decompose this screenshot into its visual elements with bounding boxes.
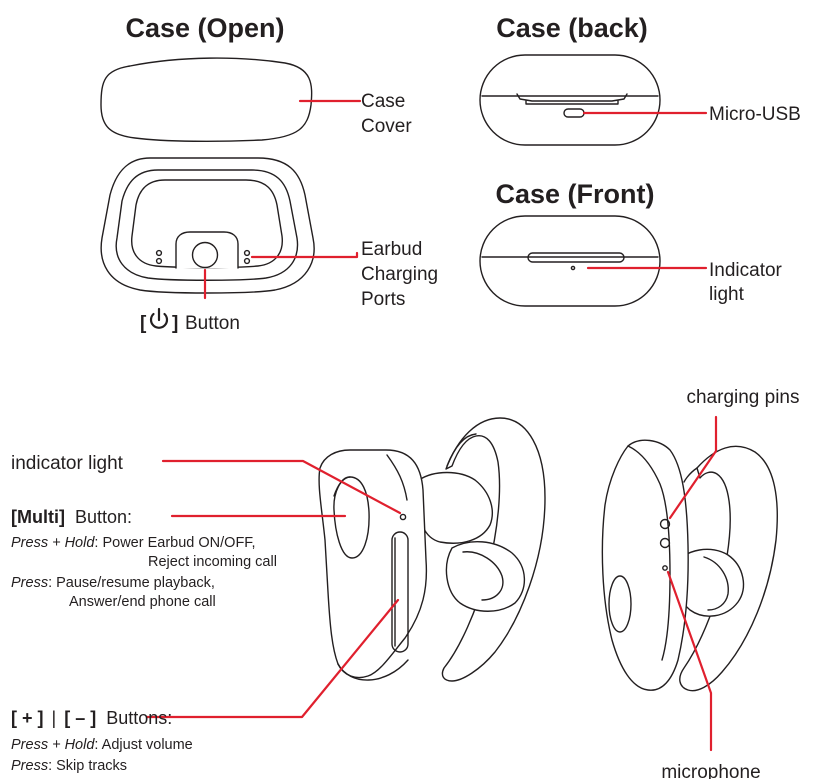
label-microphone: microphone xyxy=(661,762,760,779)
label-vol-press: Press xyxy=(11,758,48,774)
label-vol-press-hold: Press + Hold xyxy=(11,737,95,753)
label-earbud-ports-3: Ports xyxy=(361,289,405,310)
label-vol-plus: [ + ] xyxy=(11,708,44,728)
power-icon xyxy=(149,307,169,329)
svg-text:Press: Pause/resume playback,: Press: Pause/resume playback, xyxy=(11,575,215,591)
case-base-drawing xyxy=(100,157,315,294)
svg-text:[Multi] Button:: [Multi] Button: xyxy=(11,507,132,527)
title-case-back: Case (back) xyxy=(496,13,648,43)
label-charging-pins: charging pins xyxy=(686,387,799,408)
label-vol-sep: | xyxy=(52,708,57,728)
case-cover-drawing xyxy=(100,57,313,143)
case-back-drawing xyxy=(479,54,661,146)
label-indicator-front-2: light xyxy=(709,284,745,305)
volume-buttons-description: [ + ] | [ – ] Buttons: Press + Hold: Adj… xyxy=(11,708,193,774)
label-multi-press-hold-text-2: Reject incoming call xyxy=(148,554,277,570)
charging-pins-callout-line xyxy=(668,415,718,520)
title-case-front: Case (Front) xyxy=(495,179,654,209)
label-power-bracket-close: ] xyxy=(172,313,178,334)
label-case-cover-1: Case xyxy=(361,91,405,112)
right-earbud-drawing xyxy=(601,439,778,692)
label-vol-minus: [ – ] xyxy=(64,708,96,728)
power-button-label: [ ] Button xyxy=(140,307,240,334)
label-multi-press-text: : Pause/resume playback, xyxy=(48,575,215,591)
earbud-ports-callout-line xyxy=(250,251,359,259)
multi-button-description: [Multi] Button: Press + Hold: Power Earb… xyxy=(11,507,277,610)
label-multi-press-hold-text: : Power Earbud ON/OFF, xyxy=(94,535,255,551)
svg-text:Press + Hold: Adjust volume: Press + Hold: Adjust volume xyxy=(11,737,193,753)
label-vol-press-hold-text: : Adjust volume xyxy=(94,737,192,753)
label-earbud-ports-1: Earbud xyxy=(361,239,422,260)
label-vol-press-text: : Skip tracks xyxy=(48,758,127,774)
indicator-light-callout-line xyxy=(161,459,402,515)
label-micro-usb: Micro-USB xyxy=(709,104,801,125)
label-power-button-text: Button xyxy=(185,313,240,334)
microphone-callout-line xyxy=(666,570,713,752)
svg-text:Press: Skip tracks: Press: Skip tracks xyxy=(11,758,127,774)
label-multi-text: Button: xyxy=(75,507,132,527)
label-power-bracket-open: [ xyxy=(140,313,147,334)
label-multi-bold: [Multi] xyxy=(11,507,65,527)
label-case-cover-2: Cover xyxy=(361,116,412,137)
case-front-drawing xyxy=(479,215,661,307)
svg-text:Press + Hold: Power Earbud ON/: Press + Hold: Power Earbud ON/OFF, xyxy=(11,535,256,551)
label-indicator-front-1: Indicator xyxy=(709,260,783,281)
label-multi-press-hold: Press + Hold xyxy=(11,535,95,551)
label-vol-text: Buttons: xyxy=(106,708,172,728)
label-multi-press: Press xyxy=(11,575,48,591)
left-earbud-drawing xyxy=(318,417,546,682)
title-case-open: Case (Open) xyxy=(125,13,284,43)
label-indicator-light: indicator light xyxy=(11,453,124,474)
label-multi-press-text-2: Answer/end phone call xyxy=(69,594,216,610)
volume-buttons-callout-line xyxy=(145,598,400,719)
svg-text:[ + ] | [ – ]: [ + ] | [ – ] Buttons: xyxy=(11,708,172,728)
label-earbud-ports-2: Charging xyxy=(361,264,438,285)
